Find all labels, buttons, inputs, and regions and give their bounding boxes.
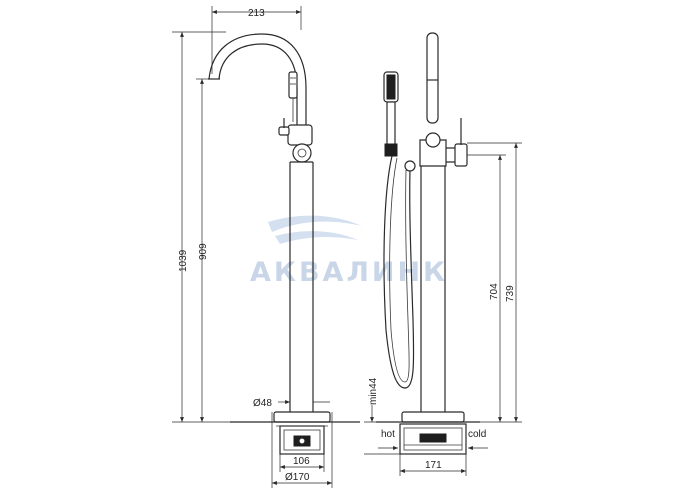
valve-block	[419, 433, 447, 443]
connection-label-hot: hot	[381, 429, 395, 440]
spout-inner	[218, 43, 298, 125]
hand-shower-handle	[386, 101, 396, 149]
mounting-box-inner	[283, 429, 321, 451]
spout-top	[426, 32, 439, 124]
mixer-lever	[454, 143, 468, 167]
dim-label-base-width: 106	[293, 456, 310, 467]
front-view-dimensions: min44 704 739 hot cold 171	[364, 142, 522, 476]
floor-base	[273, 411, 331, 423]
dim-label-base-diameter: Ø170	[285, 472, 310, 483]
dim-label-column-diameter: Ø48	[253, 398, 272, 409]
mixer-lever-arm	[446, 147, 455, 163]
watermark-text: АКВАЛИНК	[250, 257, 448, 288]
mounting-box-inner	[403, 427, 463, 451]
faucet-front-view	[376, 32, 480, 455]
mixer-body	[287, 124, 313, 146]
mixer-handle	[292, 143, 312, 163]
dim-label-outlet-height: 909	[198, 243, 209, 260]
spout	[208, 33, 307, 125]
mixer-handle-cap	[297, 148, 307, 158]
watermark-logo: АКВАЛИНК	[250, 215, 448, 288]
watermark-wave	[275, 231, 358, 244]
floor-base	[401, 411, 465, 423]
hand-shower-grille	[386, 74, 396, 100]
hose-connector	[404, 160, 416, 172]
faucet-side-view	[208, 33, 360, 455]
hand-shower	[288, 71, 298, 99]
watermark-wave	[268, 215, 362, 232]
dim-label-mixer-top-height: 739	[505, 285, 516, 302]
mixer-knob	[425, 132, 441, 148]
shower-hose-inner	[389, 157, 410, 383]
mixer-lever	[278, 126, 290, 136]
side-view-dimensions: 213 1039 909 Ø48 106 Ø170	[172, 6, 333, 488]
connection-label-cold: cold	[468, 429, 486, 440]
dim-label-total-height: 1039	[178, 249, 189, 272]
hand-shower-holder	[384, 143, 398, 157]
dim-label-connection-width: 171	[425, 460, 442, 471]
dim-label-mixer-height: 704	[489, 283, 500, 300]
shower-hose	[383, 155, 415, 389]
valve-port	[298, 437, 306, 445]
dim-label-min-depth: min44	[368, 377, 379, 405]
dim-label-spout-reach: 213	[248, 8, 265, 19]
